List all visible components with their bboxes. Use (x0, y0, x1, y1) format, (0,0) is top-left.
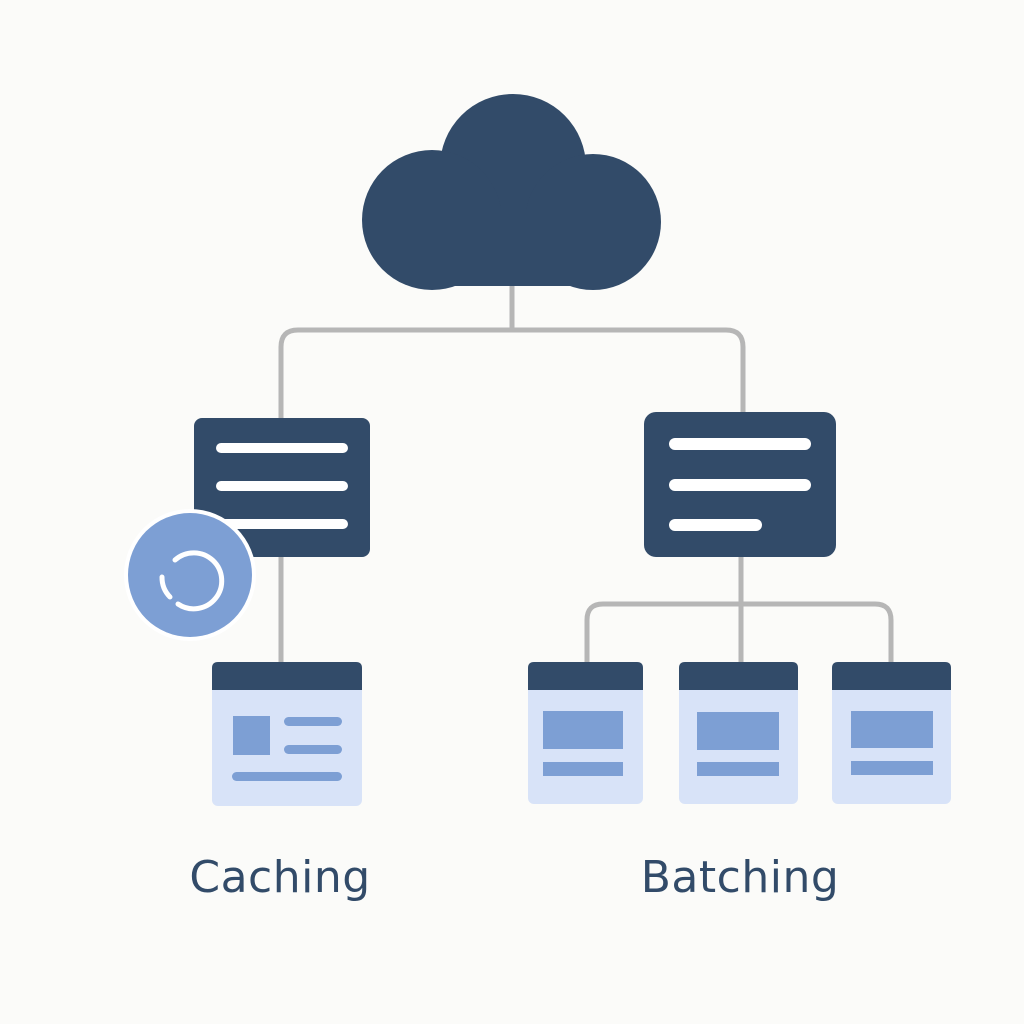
server-line (216, 481, 348, 491)
refresh-icon (159, 550, 225, 612)
page-header (528, 662, 643, 690)
connector-root-to-caching (278, 327, 515, 423)
server-node-batching (644, 412, 836, 557)
server-line (216, 443, 348, 453)
page-card-batch-3 (832, 662, 951, 804)
page-header (832, 662, 951, 690)
server-node-caching (194, 418, 370, 557)
page-header (212, 662, 362, 690)
page-card-caching (212, 662, 362, 806)
page-body (212, 662, 362, 806)
page-card-batch-2 (679, 662, 798, 804)
page-header (679, 662, 798, 690)
connector-root-to-batching (509, 327, 746, 417)
page-image (233, 716, 270, 755)
page-text-line (232, 772, 342, 781)
page-card-batch-1 (528, 662, 643, 804)
page-image (697, 712, 779, 750)
batching-label: Batching (640, 852, 840, 903)
badge-circle (128, 513, 252, 637)
caching-label: Caching (189, 852, 371, 903)
page-text-line (543, 762, 623, 776)
page-image (851, 711, 933, 748)
server-line (669, 519, 762, 531)
server-line (669, 438, 811, 450)
connector-batching-split (584, 601, 894, 667)
cache-badge (124, 509, 256, 641)
page-text-line (284, 745, 342, 754)
page-text-line (284, 717, 342, 726)
page-text-line (697, 762, 779, 776)
connector-lines (278, 279, 894, 667)
page-image (543, 711, 623, 749)
server-line (216, 519, 348, 529)
page-text-line (851, 761, 933, 775)
cloud-icon (362, 94, 661, 290)
server-line (669, 479, 811, 491)
